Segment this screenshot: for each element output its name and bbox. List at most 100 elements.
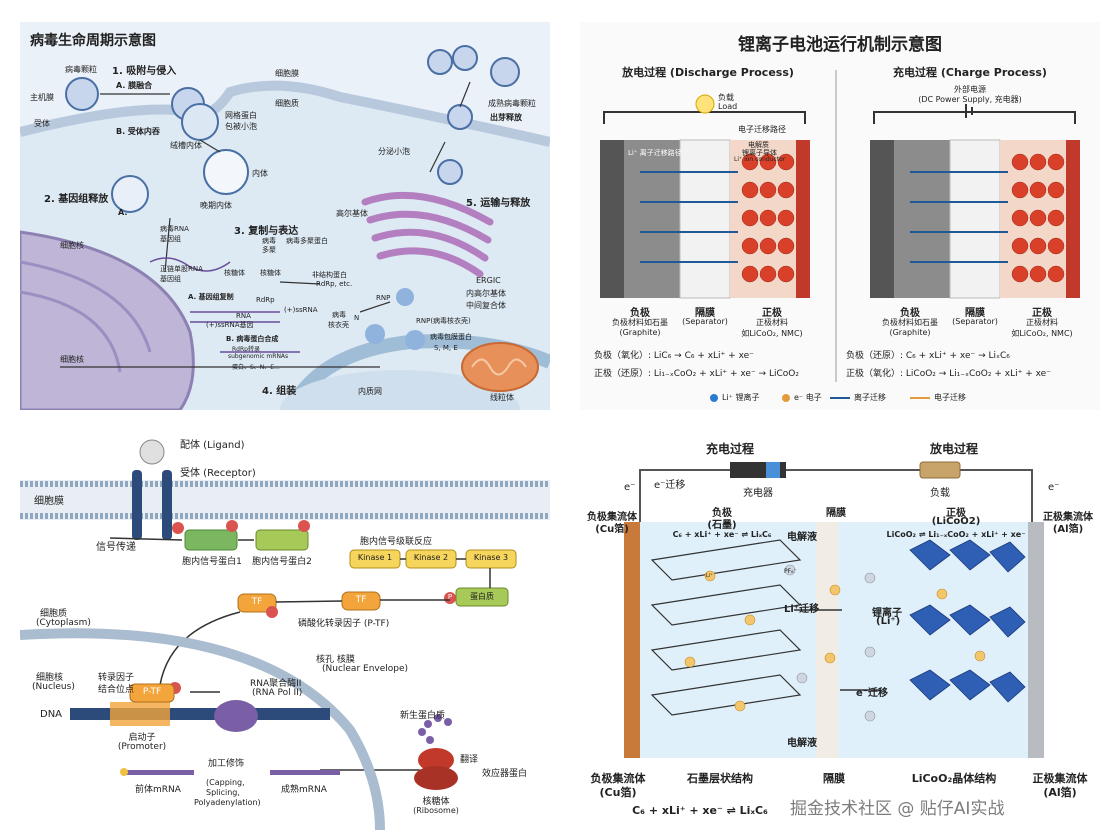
rnp-label: RNP bbox=[376, 294, 391, 302]
host-membrane-label: 主机膜 bbox=[30, 93, 54, 102]
mesh-protein-label: 网格蛋白 bbox=[225, 111, 257, 120]
li-ion2-label: (Li⁺) bbox=[876, 616, 901, 627]
ribosome-label: 核糖体 bbox=[224, 269, 245, 277]
transduction-label: 信号传递 bbox=[96, 542, 136, 553]
li-conductor-label: 锂离子导体 bbox=[742, 149, 777, 157]
pos-rna-label: 正链单股RNA bbox=[160, 265, 203, 273]
pos-ex2-label: 如LiCoO₂, NMC) bbox=[1011, 329, 1073, 338]
load-en-label: Load bbox=[718, 102, 738, 111]
early-endosome-label: 绒槽内体 bbox=[170, 141, 202, 150]
eq3: 负极（还原）: C₆ + xLi⁺ + xe⁻ → LiₓC₆ bbox=[846, 351, 1010, 361]
pre-mrna-label: 前体mRNA bbox=[135, 785, 181, 795]
pos2-label: 正极 bbox=[1032, 308, 1052, 319]
discharge-title: 放电过程 bbox=[929, 442, 979, 456]
neg-mat2-label: 负极材料如石墨 bbox=[882, 318, 938, 327]
late-endosome-label: 晚期内体 bbox=[200, 201, 232, 210]
sme-label: S, M, E bbox=[434, 344, 458, 352]
tf-site2-label: 结合位点 bbox=[98, 685, 135, 695]
virus-lifecycle-panel: 病毒生命周期示意图 病毒颗粒 主机膜 受体 1. 吸附与侵入 A. 膜融合 B.… bbox=[20, 22, 550, 410]
step1a-label: A. 膜融合 bbox=[116, 81, 153, 90]
rdrp-label: RdRp bbox=[256, 296, 275, 304]
nonstruct-label: 非结构蛋白 bbox=[312, 271, 347, 279]
battery-top-graphics bbox=[600, 70, 1080, 402]
neg-en2-label: (Graphite) bbox=[889, 328, 931, 337]
ext-power-en-label: (DC Power Supply, 充电器) bbox=[918, 95, 1022, 104]
rdrp-transcribe-label: RdRp转录 bbox=[232, 346, 260, 353]
viral-poly-label: 病毒多聚蛋白 bbox=[286, 237, 328, 245]
graphite-struct-label: 石墨层状结构 bbox=[687, 772, 753, 785]
li-ion-label: 锂离子 bbox=[872, 608, 902, 619]
discharge-heading: 放电过程 (Discharge Process) bbox=[622, 66, 794, 79]
viral-multi-label: 病毒 bbox=[262, 237, 276, 245]
mito-label: 线粒体 bbox=[490, 393, 514, 402]
li-path-label: Li⁺ 离子迁移路径 bbox=[628, 149, 682, 157]
battery-structure-panel: 充电过程 放电过程 e⁻迁移 e⁻ e⁻ 充电器 负载 负极集流体 (Cu箔) … bbox=[580, 430, 1102, 830]
watermark: 掘金技术社区 @ 贴仔AI实战 bbox=[790, 799, 1005, 819]
electrolyte-label: 电解质 bbox=[748, 141, 769, 149]
signal-graphics bbox=[20, 439, 550, 830]
step2-label: 2. 基因组释放 bbox=[44, 194, 109, 205]
ergic3-label: 中间复合体 bbox=[466, 301, 506, 310]
licoo2-struct-label: LiCoO₂晶体结构 bbox=[911, 772, 997, 785]
cytoplasm-en-label: (Cytoplasm) bbox=[36, 618, 91, 628]
nucleus-en-label: (Nucleus) bbox=[32, 682, 75, 692]
pos-label: 正极 bbox=[762, 308, 782, 319]
viral-rna-label: 病毒RNA bbox=[160, 225, 189, 233]
viral-protein-syn-label: B. 病毒蛋白合成 bbox=[226, 335, 279, 343]
e-mig2-label: e⁻迁移 bbox=[856, 688, 889, 699]
pos-ex-label: 如LiCoO₂, NMC) bbox=[741, 329, 803, 338]
ptf-box-label: P-TF bbox=[142, 687, 162, 697]
charge-title: 充电过程 bbox=[705, 442, 755, 456]
neg-label: 负极 bbox=[630, 308, 650, 319]
tf-site-label: 转录因子 bbox=[98, 673, 135, 683]
li-mig-label: Li⁺迁移 bbox=[784, 604, 820, 615]
cu2-label: (Cu箔) bbox=[599, 786, 637, 799]
secretory-label: 分泌小泡 bbox=[378, 147, 410, 156]
sep2-bottom-label: 隔膜 bbox=[823, 772, 845, 785]
step1b-label: B. 受体内吞 bbox=[116, 127, 160, 136]
eq2: 正极（还原）: Li₁₋ₓCoO₂ + xLi⁺ + xe⁻ → LiCoO₂ bbox=[594, 369, 799, 379]
eq4: 正极（氧化）: LiCoO₂ → Li₁₋ₓCoO₂ + xLi⁺ + xe⁻ bbox=[846, 369, 1051, 379]
cu-label: (Cu箔) bbox=[595, 524, 629, 535]
cytoplasm-label: 细胞质 bbox=[275, 99, 299, 108]
e-path-label: 电子迁移路径 bbox=[738, 125, 786, 134]
step3-label: 3. 复制与表达 bbox=[234, 226, 299, 237]
graphite-layers bbox=[650, 539, 802, 716]
viral-nucleocapsid2-label: 核衣壳 bbox=[328, 321, 349, 329]
subgenomic-label: subgenomic mRNAs bbox=[228, 353, 289, 360]
rdrp-etc-label: RdRp, etc. bbox=[316, 280, 353, 288]
receptor-label: 受体 bbox=[34, 119, 50, 128]
ergic-label: ERGIC bbox=[476, 276, 501, 285]
licoo2-octahedra bbox=[909, 539, 1026, 703]
legend-emig: 电子迁移 bbox=[934, 393, 966, 402]
kinase2-label: Kinase 2 bbox=[413, 553, 449, 562]
rnapol-en-label: (RNA Pol II) bbox=[252, 688, 303, 698]
step1-label: 1. 吸附与侵入 bbox=[112, 66, 177, 77]
er-label: 内质网 bbox=[358, 387, 382, 396]
licoo2-label: (LiCoO2) bbox=[931, 516, 981, 527]
sep-en2-label: (Separator) bbox=[952, 317, 998, 326]
golgi-label: 高尔基体 bbox=[336, 209, 368, 218]
li-conductor-en-label: Li⁺ ion conductor bbox=[734, 156, 786, 163]
sep2-label: 隔膜 bbox=[965, 308, 985, 319]
neg2-label: 负极 bbox=[900, 308, 920, 319]
budding-label: 出芽释放 bbox=[490, 113, 522, 122]
receptor-sig-label: 受体 (Receptor) bbox=[180, 468, 256, 479]
nucleus-sig-label: 细胞核 bbox=[36, 673, 64, 683]
processing-label: 加工修饰 bbox=[208, 759, 245, 769]
promoter-en-label: (Promoter) bbox=[117, 742, 167, 752]
signal-transduction-panel: 配体 (Ligand) 受体 (Receptor) 细胞膜 信号传递 胞内信号蛋… bbox=[20, 430, 550, 830]
cascade-label: 胞内信号级联反应 bbox=[360, 537, 433, 547]
processing-en3: Polyadenylation) bbox=[194, 798, 261, 807]
load-label: 负载 bbox=[718, 93, 734, 102]
membrane-label: 细胞膜 bbox=[34, 496, 64, 507]
ribosome-sig-en-label: (Ribosome) bbox=[413, 806, 459, 815]
legend-ion: 离子迁移 bbox=[854, 393, 886, 402]
eq-left: C₆ + xLi⁺ + xe⁻ ⇌ LiₓC₆ bbox=[672, 530, 772, 539]
pos-ssrna-label: (+)ssRNA bbox=[284, 306, 318, 314]
virus-diagram-graphics bbox=[20, 45, 550, 410]
dna-label: DNA bbox=[40, 709, 63, 720]
tf-label: TF bbox=[355, 595, 367, 605]
ribosome-sig-label: 核糖体 bbox=[422, 797, 450, 807]
ptf-label: 磷酸化转录因子 (P-TF) bbox=[298, 619, 390, 629]
